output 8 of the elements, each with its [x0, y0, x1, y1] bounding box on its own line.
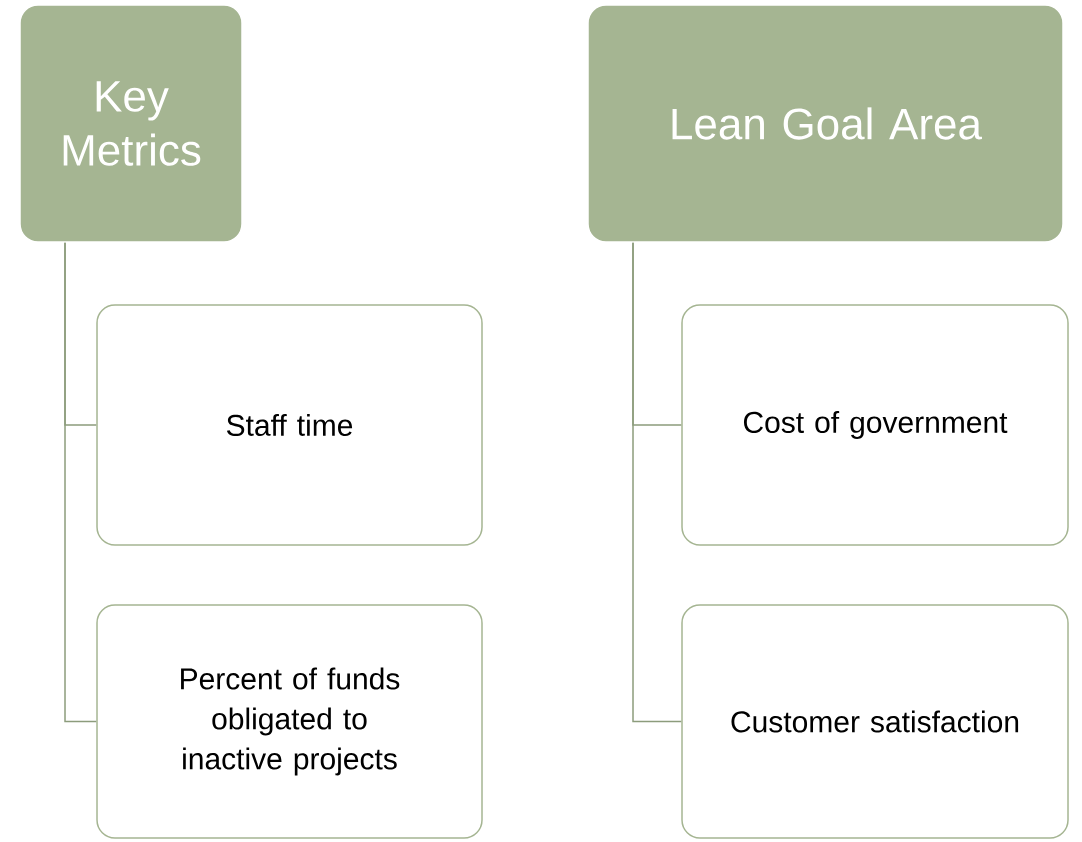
- item-box: Cost of government: [681, 304, 1069, 546]
- connector-line: [64, 242, 97, 723]
- header-box: Lean Goal Area: [587, 4, 1064, 243]
- item-box: Staff time: [96, 304, 483, 546]
- header-box: Key Metrics: [19, 4, 243, 243]
- connector-line: [632, 242, 682, 723]
- item-box: Percent of funds obligated to inactive projects: [96, 604, 483, 839]
- item-box: Customer satisfaction: [681, 604, 1069, 839]
